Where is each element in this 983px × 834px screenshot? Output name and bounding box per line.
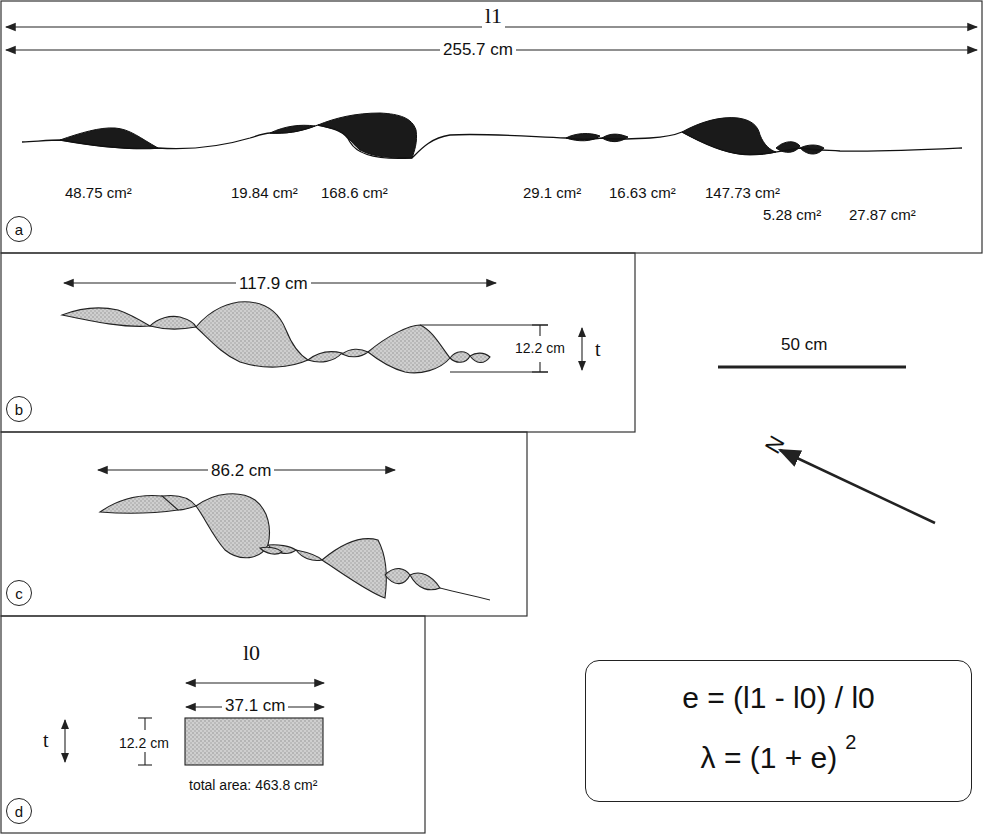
dimension-label: 12.2 cm	[116, 735, 172, 751]
dimension-label: 48.75 cm²	[62, 184, 135, 201]
dimension-label: 29.1 cm²	[520, 184, 584, 201]
panel-letter: a	[15, 222, 23, 237]
panel-label: b	[6, 396, 32, 422]
panel-label: c	[6, 580, 32, 606]
dimension-label: 12.2 cm	[512, 340, 568, 356]
dimension-label: t	[40, 729, 52, 752]
dimension-label: 50 cm	[778, 335, 830, 355]
dimension-label: 19.84 cm²	[228, 184, 301, 201]
panel-letter: b	[15, 402, 23, 417]
panel-letter: c	[15, 586, 23, 601]
dimension-label: N	[759, 429, 792, 461]
exponent: 2	[845, 731, 856, 754]
dimension-label: l1	[482, 3, 505, 28]
dimension-label: t	[592, 338, 604, 361]
dimension-label: 168.6 cm²	[318, 184, 391, 201]
dimension-label: 5.28 cm²	[760, 206, 824, 223]
dimension-label: 117.9 cm	[236, 274, 311, 294]
formula-line: λ = (1 + e)	[701, 741, 838, 775]
panel-label: a	[6, 216, 32, 242]
dimension-label: 27.87 cm²	[846, 206, 919, 223]
dimension-label: l0	[240, 640, 263, 665]
formula-box: e = (l1 - l0) / l0 λ = (1 + e) 2	[585, 660, 972, 802]
dimension-label: 147.73 cm²	[702, 184, 783, 201]
panel-label: d	[6, 798, 32, 824]
dimension-label: 37.1 cm	[222, 696, 288, 716]
panel-letter: d	[15, 804, 23, 819]
formula-line: e = (l1 - l0) / l0	[682, 681, 875, 715]
dimension-label: 16.63 cm²	[606, 184, 679, 201]
dimension-label: total area: 463.8 cm²	[186, 777, 320, 793]
dimension-label: 255.7 cm	[440, 40, 516, 60]
dimension-label: 86.2 cm	[208, 461, 274, 481]
